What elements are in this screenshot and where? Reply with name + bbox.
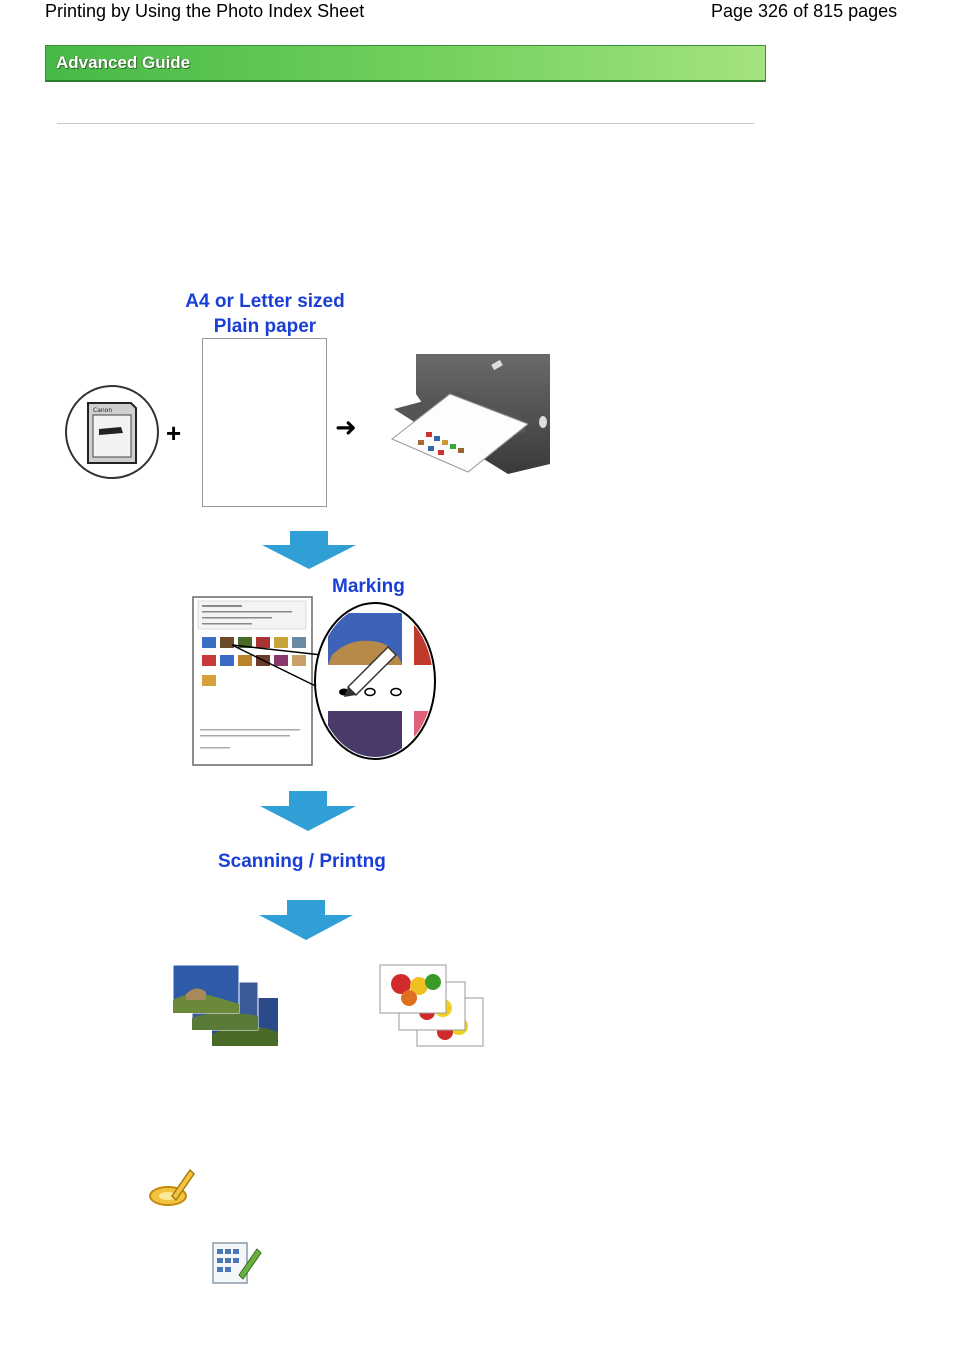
landscape-photos-icon xyxy=(172,964,278,1046)
down-arrow-icon xyxy=(259,900,353,940)
magnifier-icon xyxy=(314,602,436,760)
banner-label: Advanced Guide xyxy=(56,53,191,72)
advanced-guide-banner: Advanced Guide xyxy=(45,45,766,82)
scanning-printing-label: Scanning / Printng xyxy=(218,851,386,872)
paper-label-line1: A4 or Letter sized xyxy=(185,291,345,312)
down-arrow-icon xyxy=(262,531,356,569)
pencil-mark-icon xyxy=(149,1168,195,1206)
page-title: Printing by Using the Photo Index Sheet xyxy=(45,1,365,21)
right-arrow-icon: ➜ xyxy=(335,412,357,442)
sd-brand: Canon xyxy=(93,407,112,414)
index-sheet-edit-icon xyxy=(212,1242,262,1284)
marking-label: Marking xyxy=(332,576,405,597)
photo-index-sheet-icon xyxy=(192,596,436,766)
printed-thumbnails xyxy=(418,432,464,455)
down-arrow-icon xyxy=(260,791,356,831)
fruit-photos-icon xyxy=(379,964,484,1047)
printer-icon xyxy=(391,354,550,474)
plus-sign: + xyxy=(166,418,182,448)
sd-card-icon: Canon xyxy=(65,385,159,479)
divider xyxy=(57,123,754,124)
plain-paper-sheet xyxy=(202,338,327,507)
paper-label-line2: Plain paper xyxy=(213,316,317,337)
paper-label: A4 or Letter sized Plain paper xyxy=(165,289,365,339)
page-counter: Page 326 of 815 pages xyxy=(711,1,898,21)
